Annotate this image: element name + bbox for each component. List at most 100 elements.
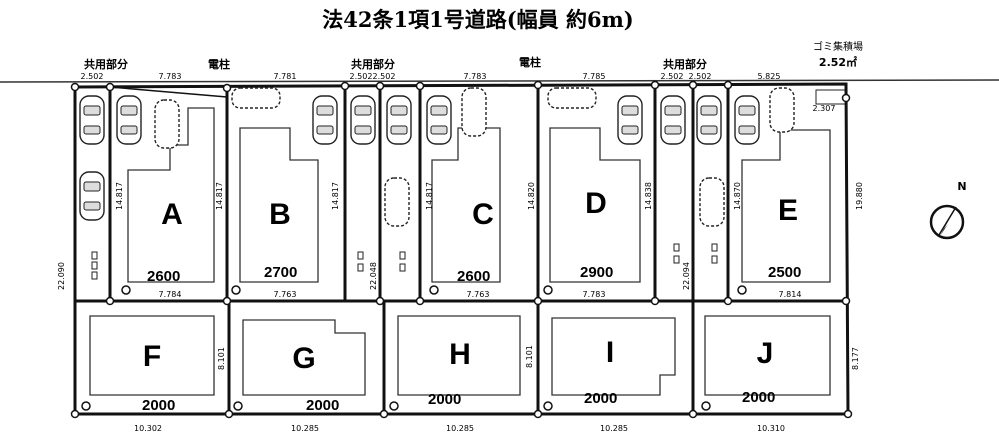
car-icon [116,95,142,145]
side-dim-e-left: 14.870 [733,182,742,210]
shared-label-3: 共用部分 [663,57,707,71]
lot-price-f: 2000 [142,397,175,414]
house-footprint-i [551,317,676,396]
top-dim-shared-2b: 2.502 [373,72,396,81]
parked-cars [79,87,795,227]
bottom-dim-f: 10.302 [134,424,162,433]
top-dim-shared-3b: 2.502 [689,72,712,81]
lot-label-h: H [449,338,471,371]
bottom-dim-j: 10.310 [757,424,785,433]
garbage-station-area: 2.52㎡ [819,55,857,69]
lot-price-e: 2500 [768,264,801,281]
house-footprint-a [127,107,215,283]
side-dim-left-total: 22.090 [57,262,66,290]
car-icon [384,177,410,227]
lot-label-f: F [143,340,161,373]
top-dim-d: 7.785 [583,72,606,81]
lot-label-e: E [778,194,798,227]
shared-label-2: 共用部分 [351,57,395,71]
car-icon [312,95,338,145]
top-dim-b: 7.781 [274,72,297,81]
bottom-dim-g: 10.285 [291,424,319,433]
car-icon [547,87,597,109]
north-arrow-icon [929,204,965,240]
bottom-row-dividers [227,301,695,414]
side-dim-b-mid: 22.048 [369,262,378,290]
pole-label-2: 電柱 [519,55,541,69]
car-icon [660,95,686,145]
road-title: 法42条1項1号道路(幅員 約6m) [322,7,633,32]
house-footprint-j [704,315,831,396]
house-footprint-b [239,127,319,283]
bottom-dim-i: 10.285 [600,424,628,433]
side-dim-c-left: 14.817 [425,182,434,210]
car-icon [617,95,643,145]
mid-dim-b: 7.763 [274,290,297,299]
lot-label-d: D [585,187,607,220]
side-dim-e-mid: 22.094 [682,262,691,290]
lot-price-c: 2600 [457,268,490,285]
car-icon [231,87,281,109]
lot-price-b: 2700 [264,264,297,281]
pole-label-1: 電柱 [208,57,230,71]
car-icon [426,95,452,145]
road-edge-line [0,79,999,83]
lot-label-g: G [292,342,315,375]
bottom-dim-h: 10.285 [446,424,474,433]
top-dim-shared-1: 2.502 [81,72,104,81]
car-icon [734,95,760,145]
mid-dim-e: 7.814 [779,290,802,299]
utility-markers [70,80,853,419]
car-icon [154,99,180,149]
garbage-station-label: ゴミ集積場 [813,40,863,53]
lot-price-a: 2600 [147,268,180,285]
car-icon [386,95,412,145]
lot-price-d: 2900 [580,264,613,281]
house-footprint-h [397,315,521,396]
lot-label-b: B [269,198,291,231]
car-icon [696,95,722,145]
top-dim-a: 7.783 [159,72,182,81]
north-label: N [957,180,966,193]
car-icon [461,87,487,137]
garbage-station-box [815,89,847,105]
shared-label-1: 共用部分 [84,57,128,71]
side-dim-b-right: 14.817 [331,182,340,210]
side-dim-right-total: 19.880 [855,182,864,210]
lot-price-j: 2000 [742,389,775,406]
lot-label-j: J [757,337,774,370]
house-footprint-f [89,315,215,396]
house-footprint-e [741,129,831,283]
top-dim-e-small: 2.307 [813,104,836,113]
car-icon [79,171,105,221]
car-icon [769,87,795,133]
mid-dim-d: 7.783 [583,290,606,299]
car-icon [699,177,725,227]
side-dim-j: 8.177 [851,347,860,370]
lot-label-i: I [606,336,614,369]
side-dim-c-right: 14.820 [527,182,536,210]
lot-price-i: 2000 [584,390,617,407]
top-dim-e: 5.825 [758,72,781,81]
side-dim-d-right: 14.838 [644,182,653,210]
side-dim-f: 8.101 [217,347,226,370]
lot-price-h: 2000 [428,391,461,408]
top-row-dividers [108,85,730,301]
house-footprint-d [549,127,641,283]
top-dim-shared-3a: 2.502 [661,72,684,81]
top-dim-c: 7.783 [464,72,487,81]
lot-label-a: A [161,198,183,231]
side-dim-h: 8.101 [525,345,534,368]
side-dim-a-left: 14.817 [115,182,124,210]
car-icon [350,95,376,145]
lot-label-c: C [472,198,494,231]
lot-price-g: 2000 [306,397,339,414]
house-footprint-g [242,319,366,396]
top-dim-shared-2a: 2.502 [350,72,373,81]
meter-boxes [91,243,718,280]
car-icon [79,95,105,145]
side-dim-a-right: 14.817 [215,182,224,210]
mid-dim-c: 7.763 [467,290,490,299]
house-footprint-c [431,127,501,283]
